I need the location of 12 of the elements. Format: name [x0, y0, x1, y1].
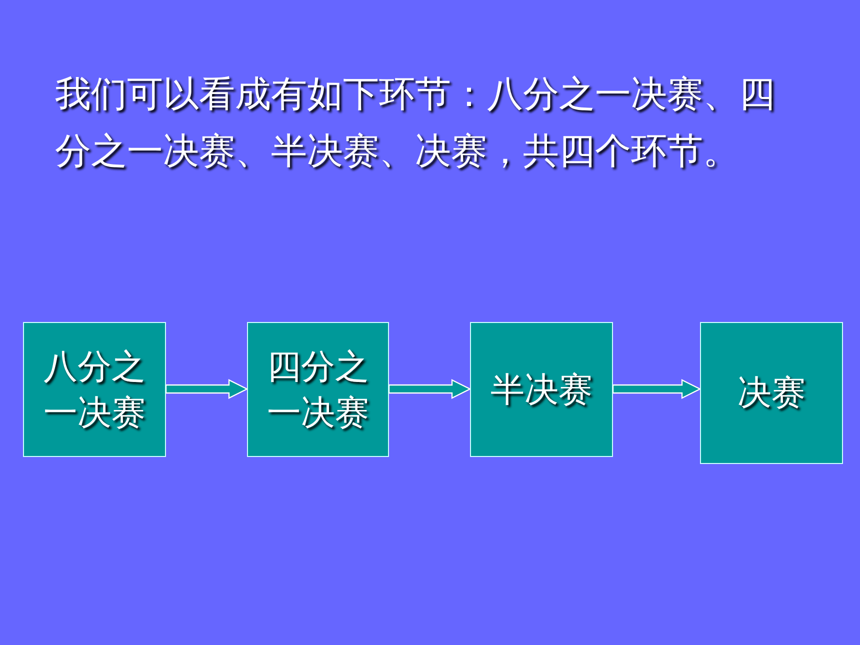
stage-label: 半决赛 [490, 368, 592, 412]
stage-box [247, 322, 389, 457]
stage-label: 四分之一决赛 [266, 346, 370, 434]
block-arrow [165, 379, 248, 399]
stage-label: 决赛 [738, 372, 806, 415]
stage-box [23, 322, 166, 457]
stage-label: 八分之一决赛 [42, 346, 146, 434]
stage-box [470, 322, 613, 457]
block-arrow [388, 379, 472, 399]
block-arrow [612, 379, 702, 399]
heading-text: 我们可以看成有如下环节：八分之一决赛、四分之一决赛、半决赛、决赛，共四个环节。 [55, 73, 776, 174]
stage-box [700, 322, 843, 464]
